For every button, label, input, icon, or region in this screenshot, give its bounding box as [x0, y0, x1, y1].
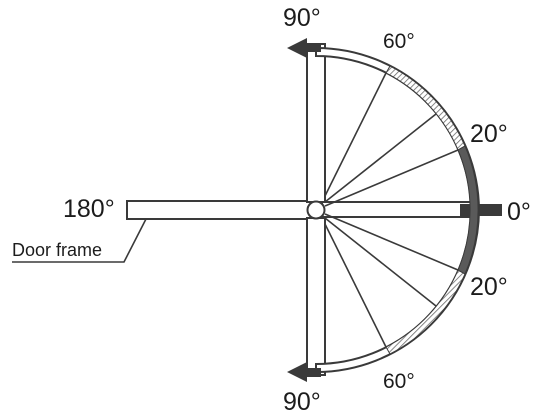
door-stopper: [460, 204, 502, 216]
radial-line-60-upper: [324, 72, 387, 197]
label-door-frame: Door frame: [12, 240, 102, 260]
radial-line-40-upper: [324, 113, 437, 203]
label-bottom-60: 60°: [383, 370, 415, 393]
label-bottom-90: 90°: [283, 388, 321, 415]
label-left-180: 180°: [63, 195, 115, 223]
label-top-90: 90°: [283, 4, 321, 32]
arrow-left-icon-top: [287, 38, 321, 58]
label-lower-20: 20°: [470, 273, 508, 301]
door-leaf-upper: [306, 43, 326, 203]
radial-line-20-lower: [324, 213, 459, 271]
door-frame-leader-line: [12, 218, 147, 263]
radial-line-60-lower: [324, 223, 387, 348]
hatched-zone-upper: [385, 65, 466, 151]
label-top-60: 60°: [383, 30, 415, 53]
label-zero: 0°: [507, 198, 531, 226]
label-upper-20: 20°: [470, 120, 508, 148]
dark-zone-center: [457, 145, 479, 275]
hinge-circle: [306, 200, 326, 220]
door-frame-slab: [126, 200, 316, 220]
radial-line-40-lower: [324, 217, 437, 307]
arrow-left-icon-bottom: [287, 362, 321, 382]
door-leaf-lower: [306, 217, 326, 376]
radial-line-20-upper: [324, 149, 459, 207]
hatched-zone-lower: [385, 269, 466, 355]
door-leaf-closed: [321, 201, 473, 218]
